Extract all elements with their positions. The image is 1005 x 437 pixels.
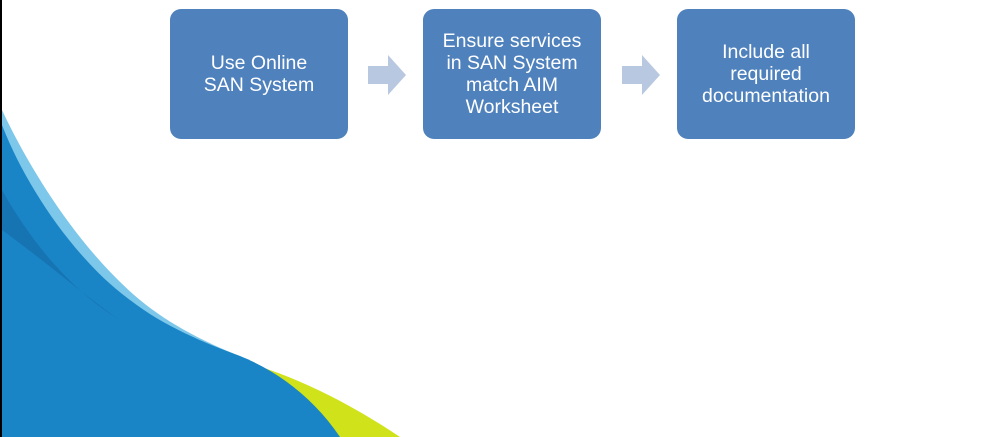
step-box-3: Include all required documentation [677, 9, 855, 139]
step-box-1: Use Online SAN System [170, 9, 348, 139]
step-label-1: Use Online SAN System [203, 52, 315, 96]
arrow-right-icon [368, 55, 406, 95]
slide-left-border [0, 0, 2, 437]
step-label-2: Ensure services in SAN System match AIM … [442, 30, 582, 118]
step-box-2: Ensure services in SAN System match AIM … [423, 9, 601, 139]
swoosh-blue [2, 125, 340, 437]
arrow-right-icon [622, 55, 660, 95]
step-label-3: Include all required documentation [702, 41, 830, 107]
